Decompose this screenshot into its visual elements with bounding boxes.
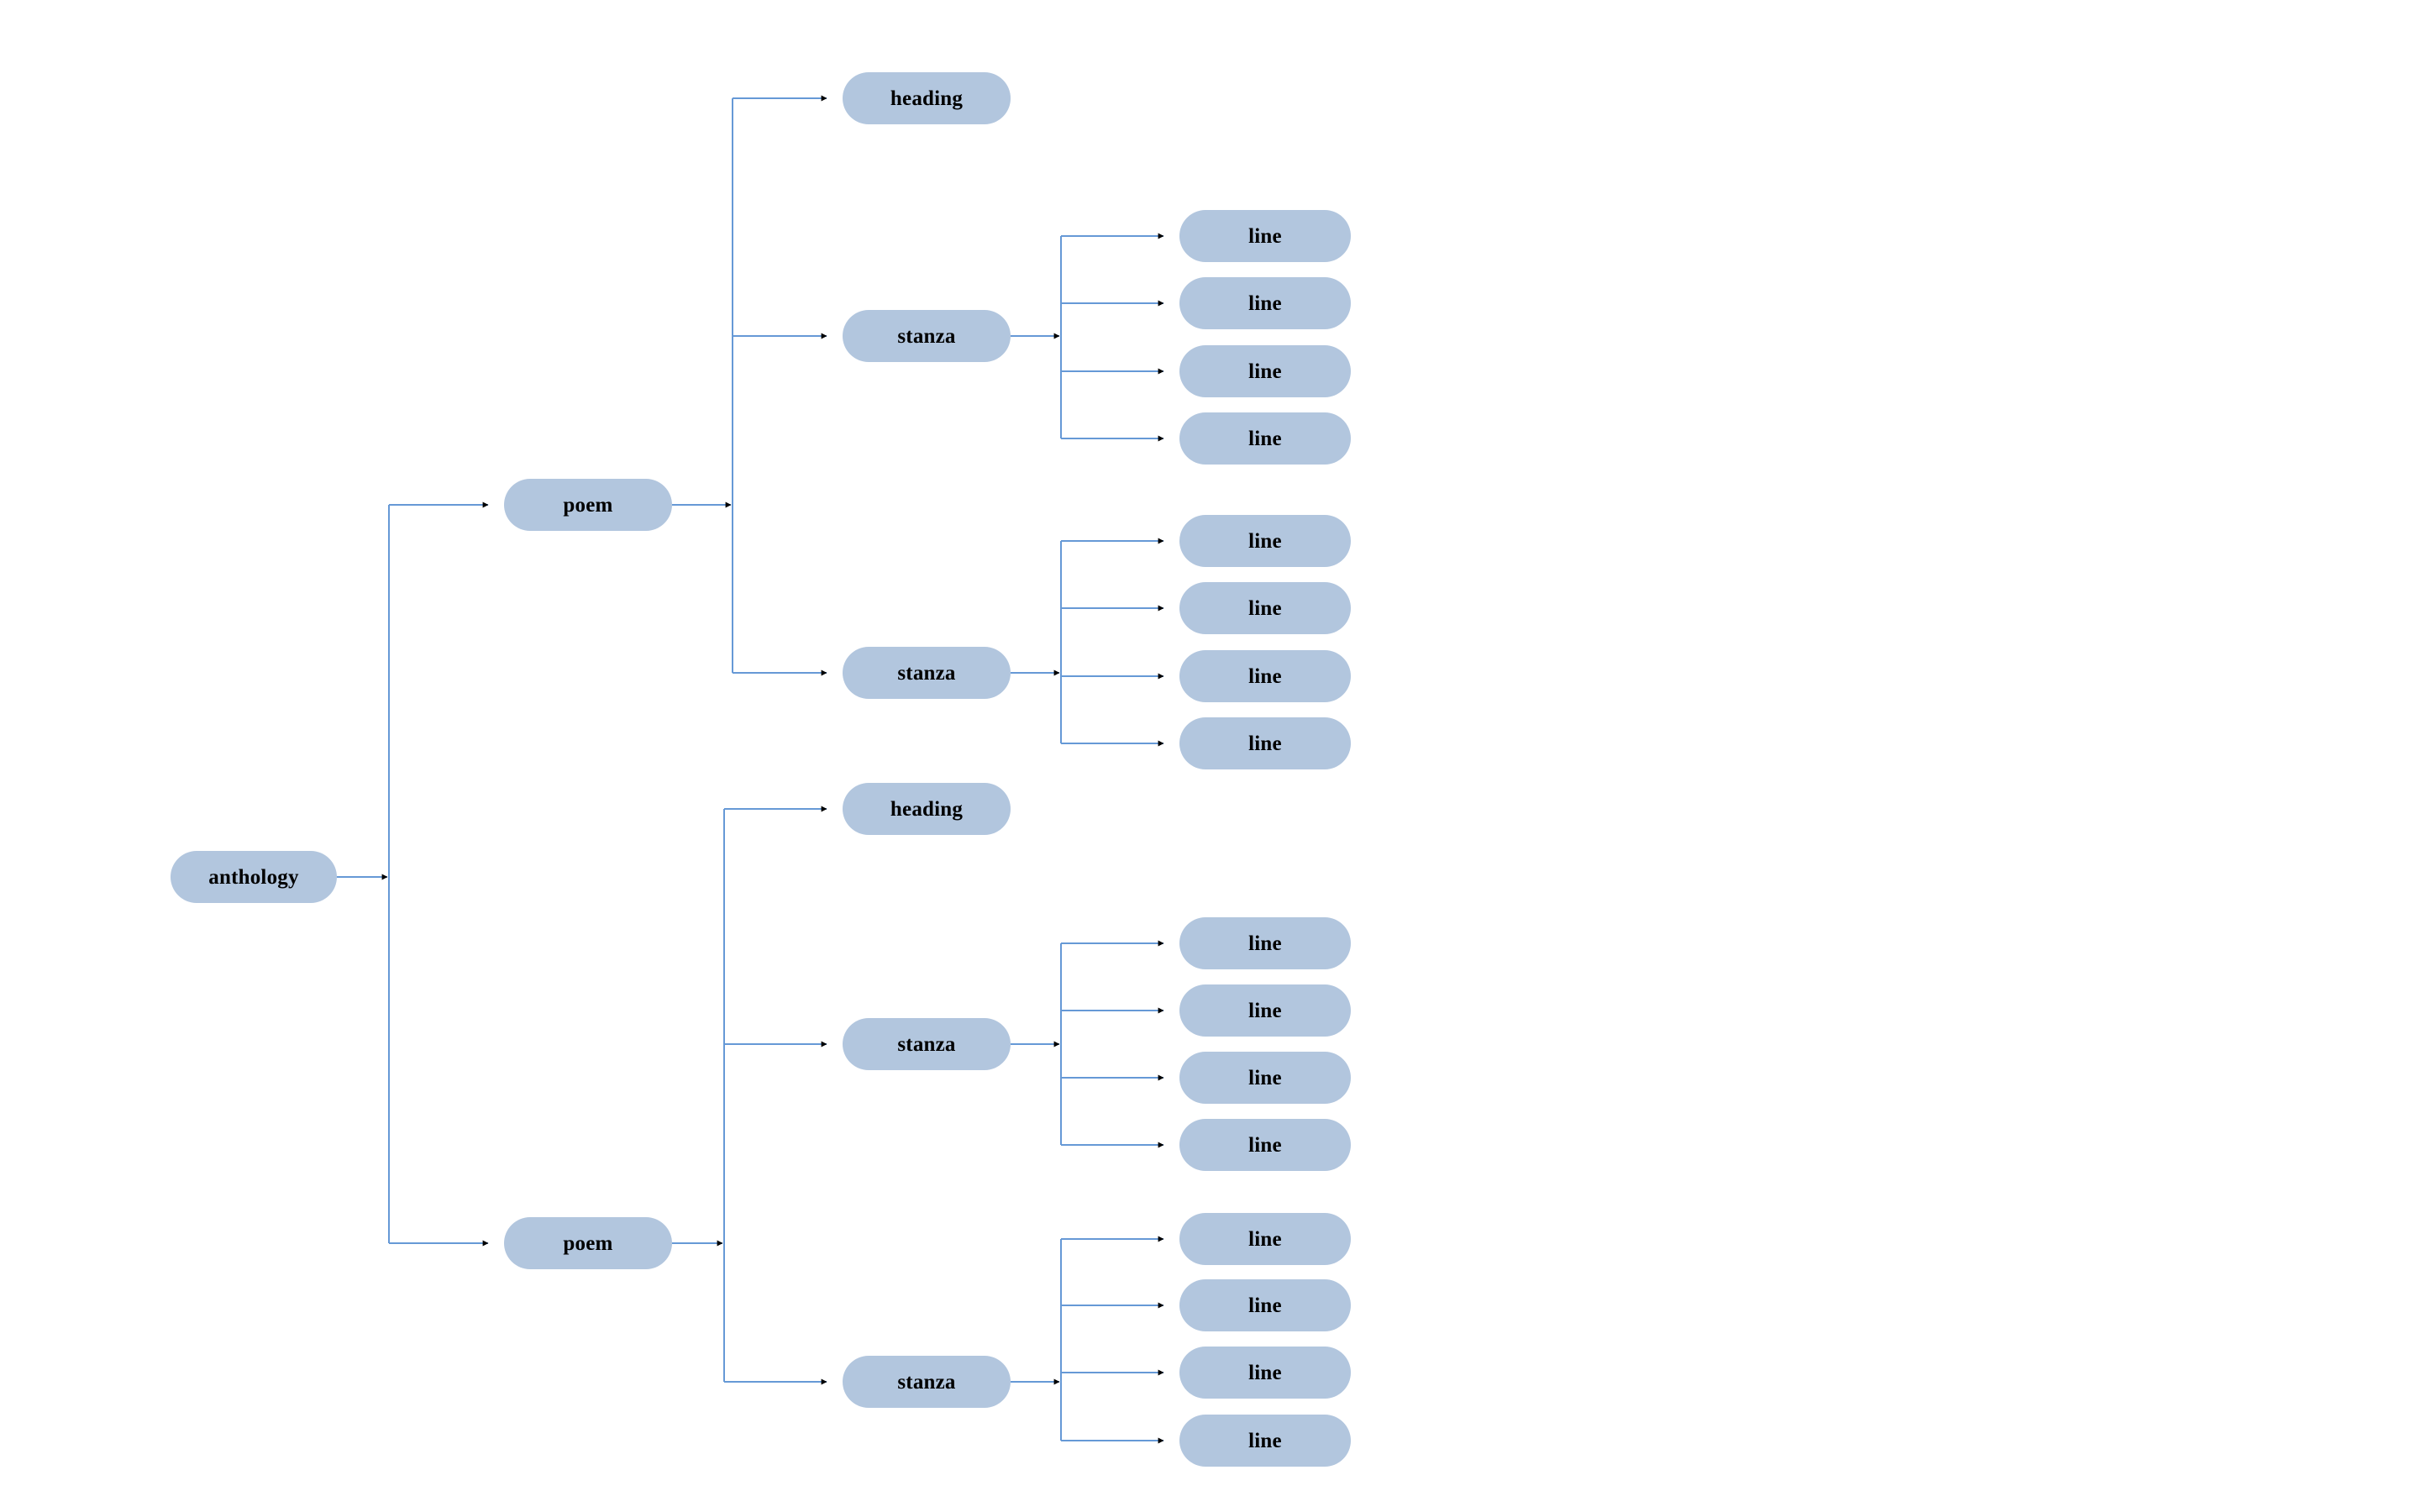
node-line[interactable]: line — [1179, 277, 1351, 329]
node-label: heading — [890, 797, 964, 821]
node-stanza[interactable]: stanza — [843, 647, 1011, 699]
node-line[interactable]: line — [1179, 984, 1351, 1037]
node-label: line — [1248, 596, 1282, 620]
node-label: line — [1248, 999, 1282, 1022]
node-line[interactable]: line — [1179, 582, 1351, 634]
node-poem[interactable]: poem — [504, 479, 672, 531]
node-label: line — [1248, 1361, 1282, 1384]
node-label: stanza — [897, 1032, 956, 1056]
node-label: heading — [890, 87, 964, 110]
node-label: line — [1248, 664, 1282, 688]
node-label: line — [1248, 291, 1282, 315]
node-stanza[interactable]: stanza — [843, 310, 1011, 362]
node-label: stanza — [897, 661, 956, 685]
node-poem[interactable]: poem — [504, 1217, 672, 1269]
node-label: line — [1248, 1133, 1282, 1157]
node-label: line — [1248, 1066, 1282, 1089]
node-label: line — [1248, 427, 1282, 450]
node-label: line — [1248, 1294, 1282, 1317]
node-label: line — [1248, 529, 1282, 553]
node-label: line — [1248, 360, 1282, 383]
node-label: line — [1248, 732, 1282, 755]
node-line[interactable]: line — [1179, 210, 1351, 262]
node-label: anthology — [208, 865, 299, 889]
node-heading[interactable]: heading — [843, 72, 1011, 124]
node-line[interactable]: line — [1179, 345, 1351, 397]
node-line[interactable]: line — [1179, 1347, 1351, 1399]
node-label: line — [1248, 1227, 1282, 1251]
node-label: line — [1248, 932, 1282, 955]
node-line[interactable]: line — [1179, 1279, 1351, 1331]
node-line[interactable]: line — [1179, 1052, 1351, 1104]
node-line[interactable]: line — [1179, 917, 1351, 969]
node-label: poem — [563, 493, 613, 517]
node-label: line — [1248, 1429, 1282, 1452]
node-label: poem — [563, 1231, 613, 1255]
node-line[interactable]: line — [1179, 515, 1351, 567]
node-stanza[interactable]: stanza — [843, 1018, 1011, 1070]
node-line[interactable]: line — [1179, 412, 1351, 465]
node-label: stanza — [897, 1370, 956, 1394]
node-heading[interactable]: heading — [843, 783, 1011, 835]
node-line[interactable]: line — [1179, 650, 1351, 702]
node-line[interactable]: line — [1179, 1415, 1351, 1467]
node-line[interactable]: line — [1179, 1213, 1351, 1265]
node-label: stanza — [897, 324, 956, 348]
node-line[interactable]: line — [1179, 1119, 1351, 1171]
node-stanza[interactable]: stanza — [843, 1356, 1011, 1408]
node-label: line — [1248, 224, 1282, 248]
node-line[interactable]: line — [1179, 717, 1351, 769]
node-anthology[interactable]: anthology — [171, 851, 337, 903]
